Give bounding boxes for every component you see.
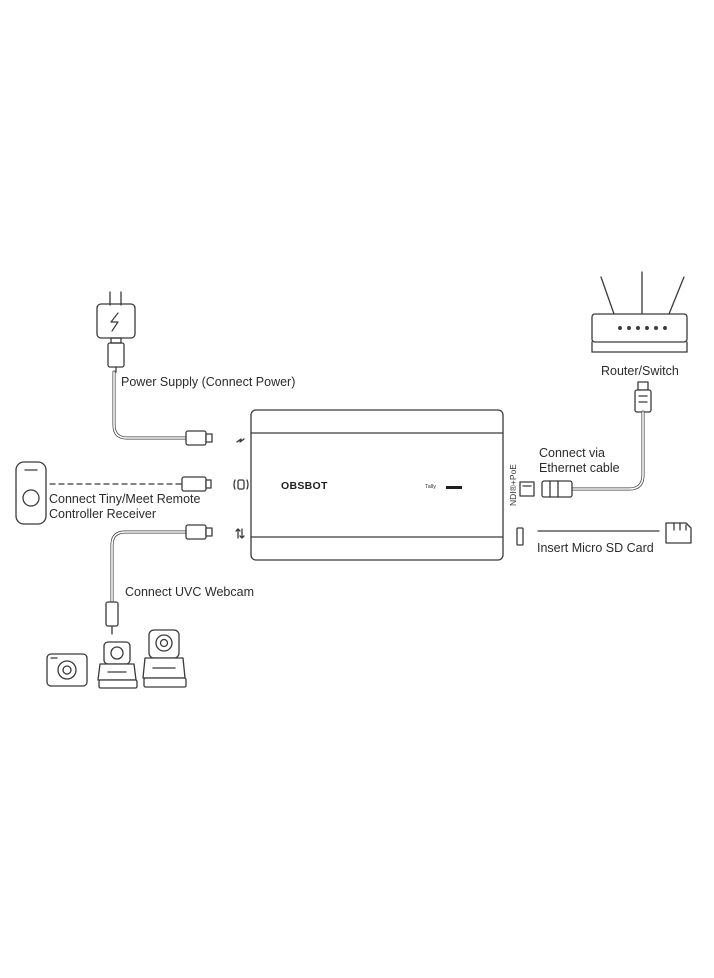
device-brand-logo: OBSBOT [281, 480, 328, 492]
micro-sd-card-icon [665, 522, 692, 544]
power-supply-label: Power Supply (Connect Power) [121, 375, 296, 389]
sd-card-label: Insert Micro SD Card [537, 541, 654, 555]
remote-controller-icon [15, 461, 47, 525]
sd-card-slot [516, 527, 524, 546]
webcam-label: Connect UVC Webcam [125, 585, 254, 599]
tally-label: Tally [425, 484, 437, 490]
remote-port-icon [233, 479, 249, 490]
router-icon [591, 271, 688, 353]
lightning-icon [236, 438, 245, 443]
usb-receiver-icon [181, 476, 212, 492]
power-adapter-icon [96, 291, 136, 373]
ethernet-connector-icon [519, 480, 573, 498]
remote-receiver-label-line2: Controller Receiver [49, 507, 156, 521]
ndi-poe-port-label: NDI®+PoE [508, 464, 518, 506]
ptz-camera-icon [97, 641, 138, 689]
obsbot-device [250, 409, 504, 561]
ptz-camera-large-icon [142, 629, 187, 688]
remote-receiver-label-line1: Connect Tiny/Meet Remote [49, 492, 201, 506]
webcam-icon [46, 653, 88, 687]
transfer-icon [235, 528, 245, 539]
ethernet-connector-top-icon [634, 381, 652, 413]
ethernet-label-line1: Connect via [539, 446, 606, 460]
ethernet-label-line2: Ethernet cable [539, 461, 620, 475]
usb-connector-icon [185, 430, 213, 446]
usb-c-connector-icon [105, 524, 213, 635]
router-label: Router/Switch [601, 364, 679, 378]
